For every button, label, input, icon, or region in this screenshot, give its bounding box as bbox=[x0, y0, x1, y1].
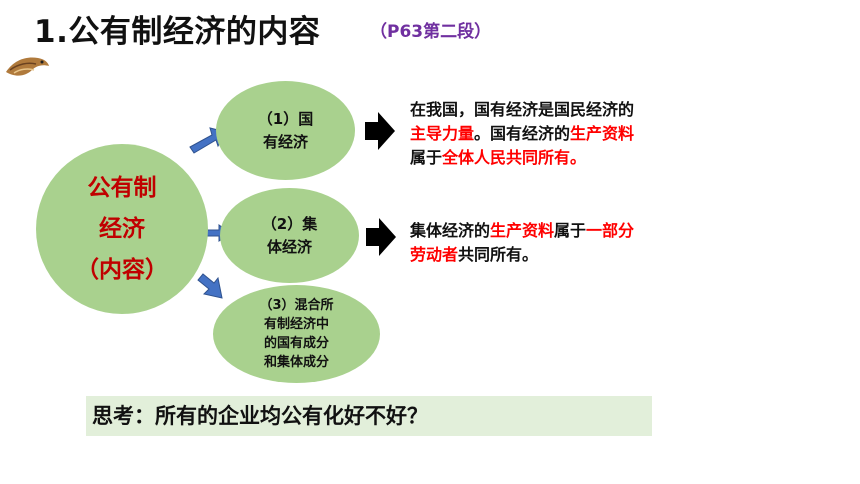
branch1-line-1: （1）国 bbox=[257, 109, 314, 128]
desc1-line2-text: 。国有经济的 bbox=[474, 124, 571, 143]
center-line-3: （内容） bbox=[76, 256, 168, 283]
branch-node-state-economy: （1）国 有经济 bbox=[216, 81, 355, 180]
branch-node-collective-economy: （2）集 体经济 bbox=[220, 188, 359, 283]
branch1-line-2: 有经济 bbox=[262, 132, 308, 151]
desc2-line-1: 集体经济的生产资料属于一部分 bbox=[410, 219, 634, 243]
slide-title: 1.公有制经济的内容 bbox=[34, 14, 321, 50]
bird-icon bbox=[6, 57, 49, 76]
desc2-means-of-production: 生产资料 bbox=[490, 221, 555, 240]
desc2-line2-text: 共同所有。 bbox=[458, 245, 539, 264]
branch2-line-2: 体经济 bbox=[266, 237, 312, 256]
collective-economy-description: 集体经济的生产资料属于一部分 劳动者共同所有。 bbox=[410, 219, 634, 267]
state-economy-description: 在我国，国有经济是国民经济的 主导力量。国有经济的生产资料 属于全体人民共同所有… bbox=[410, 98, 634, 170]
branch-node-mixed-economy: （3）混合所 有制经济中 的国有成分 和集体成分 bbox=[213, 285, 380, 383]
desc1-line-1: 在我国，国有经济是国民经济的 bbox=[410, 100, 635, 119]
branch3-line-4: 和集体成分 bbox=[263, 355, 329, 370]
think-question-box: 思考：所有的企业均公有化好不好？ bbox=[86, 396, 652, 436]
desc1-line-3: 属于全体人民共同所有。 bbox=[410, 146, 634, 170]
branch3-line-2: 有制经济中 bbox=[263, 317, 329, 332]
title-page-note: （P63第二段） bbox=[370, 22, 492, 42]
desc1-owned-by-all-people: 全体人民共同所有。 bbox=[442, 148, 587, 167]
arrow-to-desc2 bbox=[366, 218, 396, 256]
arrow-to-mixed-economy bbox=[197, 273, 223, 299]
desc2-laborers: 劳动者 bbox=[410, 245, 459, 264]
desc1-line-2: 主导力量。国有经济的生产资料 bbox=[410, 122, 634, 146]
branch2-line-1: （2）集 bbox=[261, 214, 318, 233]
branch3-line-1: （3）混合所 bbox=[259, 298, 334, 313]
desc2-line-2: 劳动者共同所有。 bbox=[410, 243, 634, 267]
desc1-leading-force: 主导力量 bbox=[410, 124, 475, 143]
arrow-to-desc1 bbox=[365, 112, 395, 150]
desc1-means-of-production: 生产资料 bbox=[570, 124, 635, 143]
branch3-line-3: 的国有成分 bbox=[263, 336, 329, 351]
center-node-public-ownership: 公有制 经济 （内容） bbox=[36, 144, 208, 314]
desc2-line1-text2: 属于 bbox=[554, 221, 587, 240]
center-line-2: 经济 bbox=[99, 215, 145, 242]
desc2-line1-text1: 集体经济的 bbox=[410, 221, 491, 240]
desc2-a-part-of: 一部分 bbox=[586, 221, 635, 240]
desc1-line3-text: 属于 bbox=[410, 148, 443, 167]
center-line-1: 公有制 bbox=[87, 174, 157, 201]
